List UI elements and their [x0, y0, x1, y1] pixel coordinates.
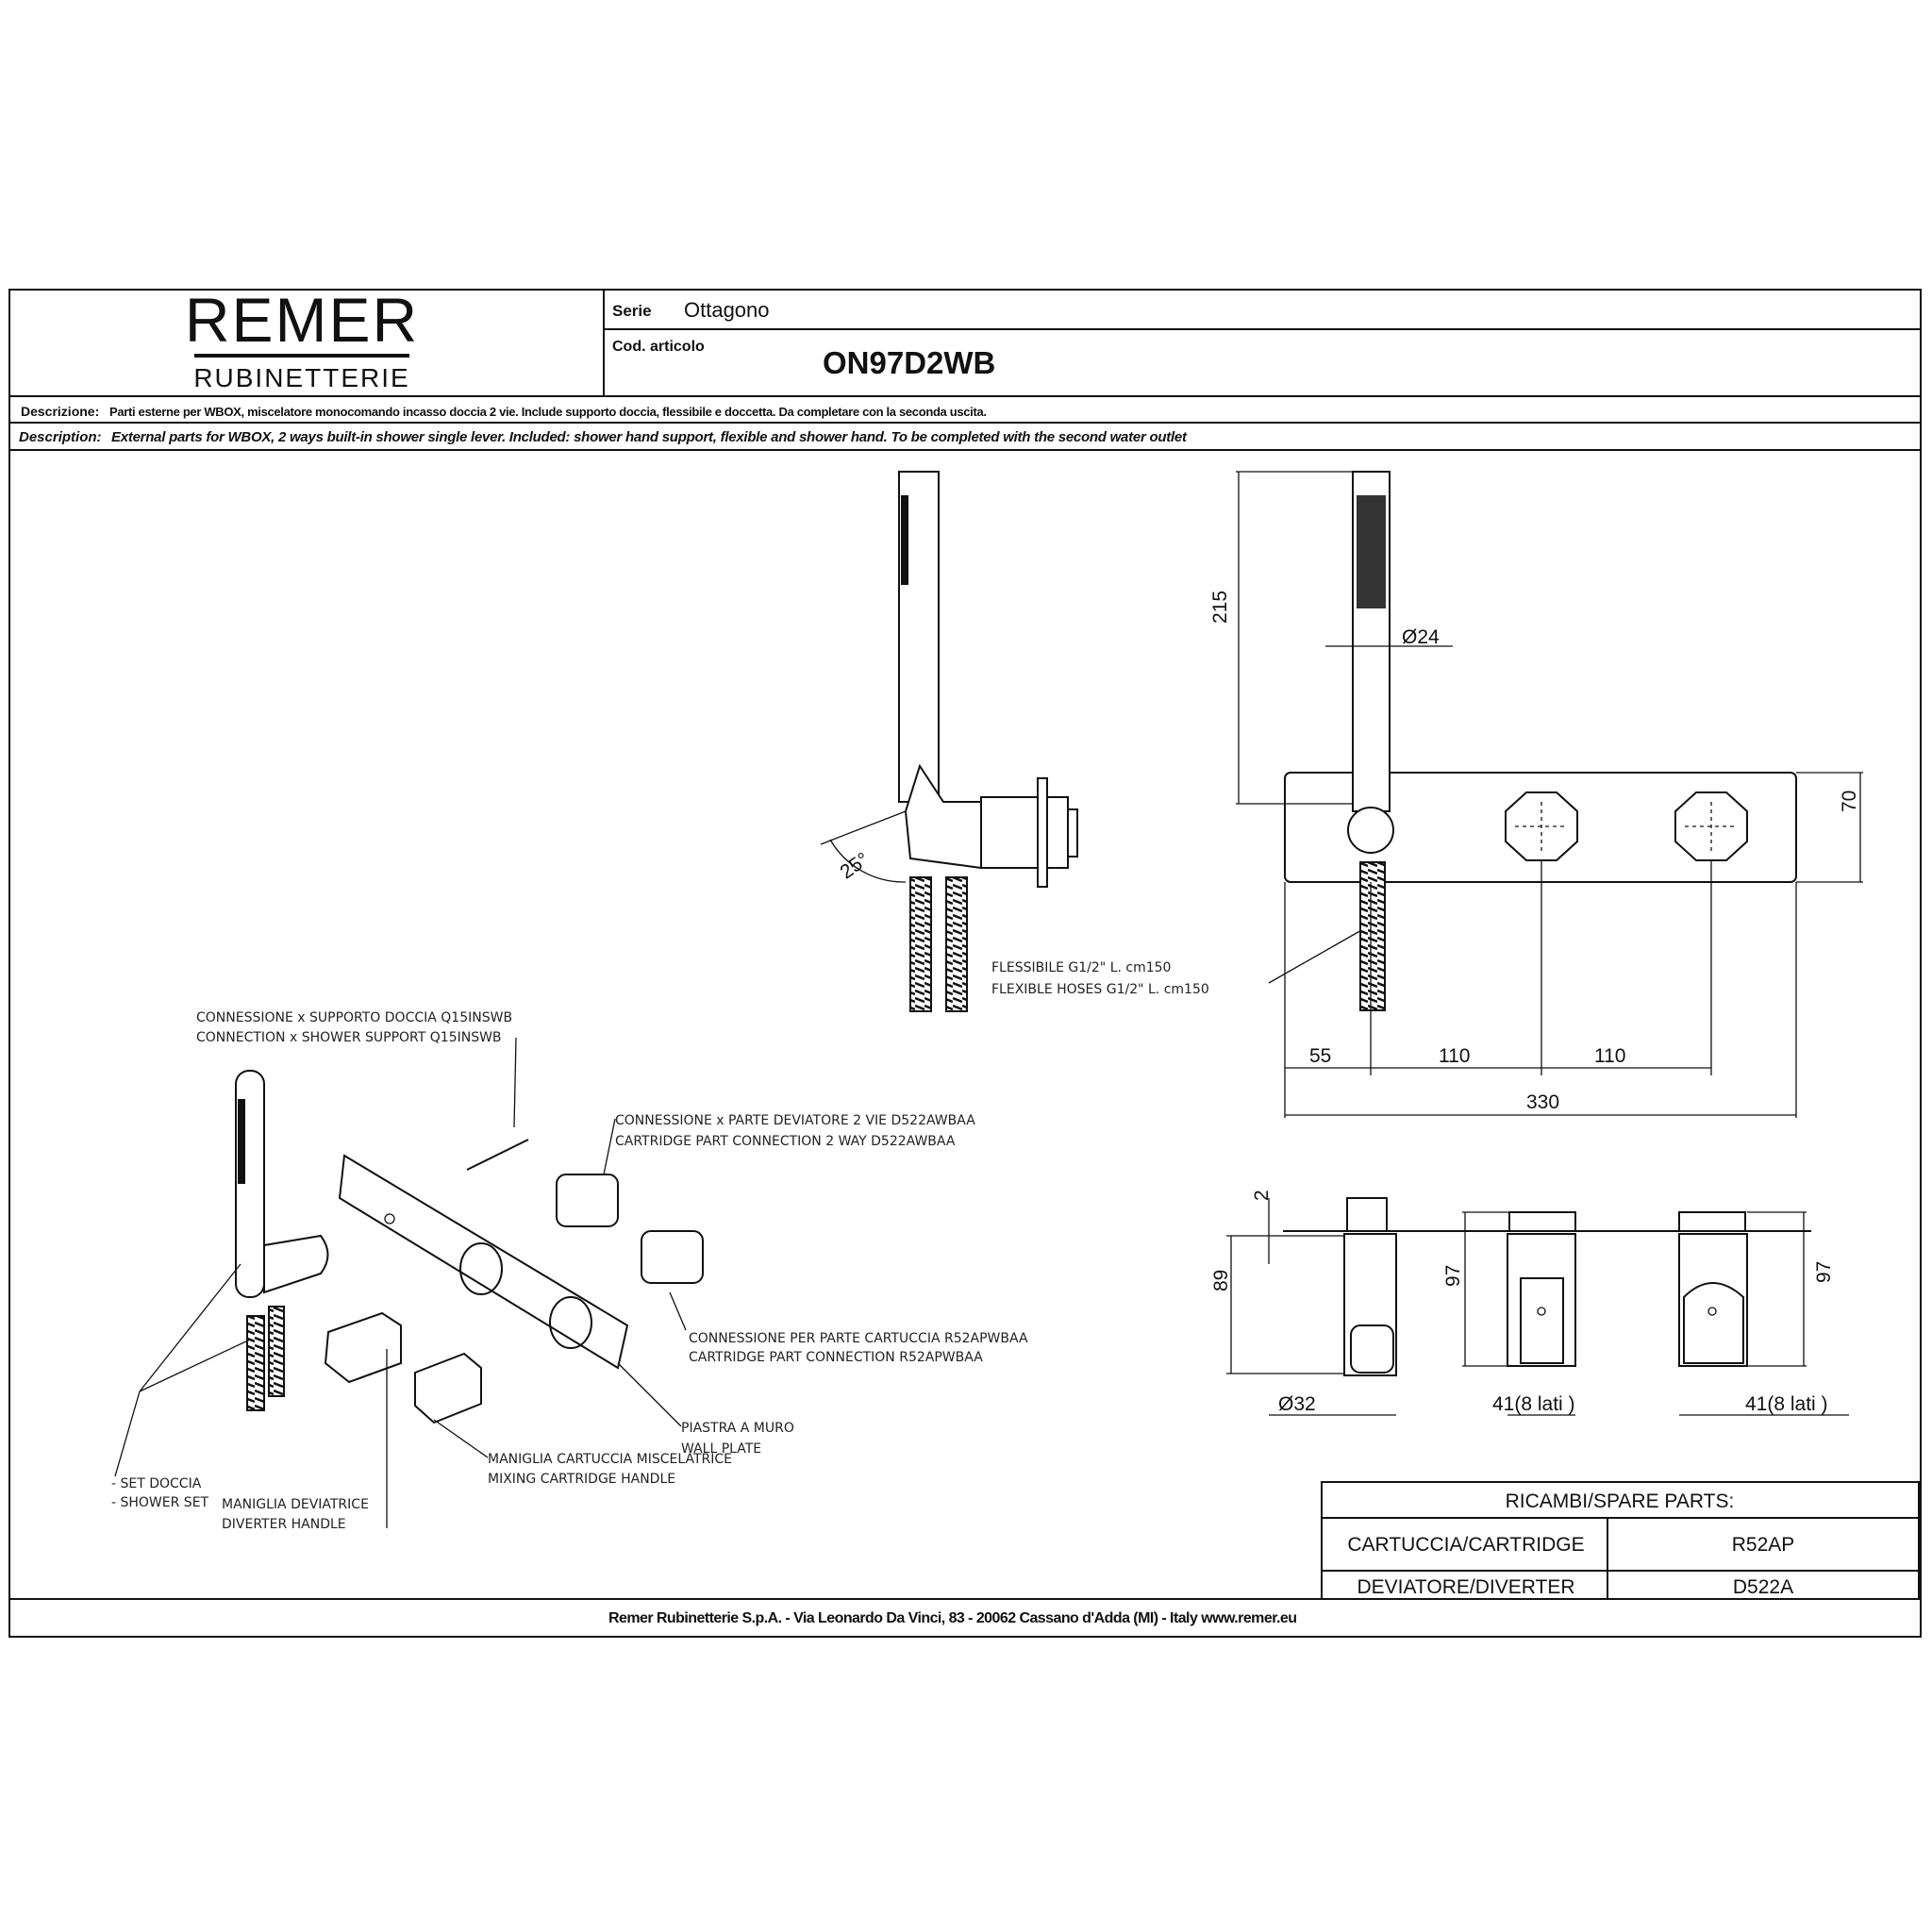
dim-41-b: 41(8 lati )	[1745, 1393, 1828, 1415]
label-plate-it: PIASTRA A MURO	[681, 1421, 794, 1436]
section-views-drawing: 2 89 Ø32 97 41(8 lati ) 97 41(8 lati )	[1210, 1190, 1849, 1416]
spare-parts-title: RICAMBI/SPARE PARTS:	[1506, 1491, 1735, 1512]
dim-110-b: 110	[1594, 1045, 1625, 1067]
dim-97-a: 97	[1442, 1265, 1464, 1287]
description-en-label: Description:	[19, 429, 102, 445]
spare-part-code: R52AP	[1732, 1534, 1795, 1556]
code-label: Cod. articolo	[612, 339, 705, 355]
label-plate-en: WALL PLATE	[681, 1441, 761, 1457]
label-shower-set-en: - SHOWER SET	[111, 1495, 209, 1510]
dim-70: 70	[1839, 791, 1860, 812]
angle-label: 25°	[836, 848, 873, 883]
label-shower-set-it: - SET DOCCIA	[111, 1476, 202, 1491]
dim-diam-32: Ø32	[1278, 1393, 1316, 1415]
hose-label-en: FLEXIBLE HOSES G1/2" L. cm150	[991, 982, 1209, 997]
dim-2: 2	[1251, 1190, 1273, 1201]
label-mix-handle-it: MANIGLIA CARTUCCIA MISCELATRICE	[488, 1452, 732, 1467]
dim-55: 55	[1309, 1045, 1331, 1067]
dim-110-a: 110	[1439, 1045, 1470, 1067]
label-div-handle-it: MANIGLIA DEVIATRICE	[222, 1497, 369, 1512]
dim-330: 330	[1526, 1091, 1559, 1113]
serie-value: Ottagono	[684, 298, 770, 322]
dim-41-a: 41(8 lati )	[1492, 1393, 1575, 1415]
code-value: ON97D2WB	[823, 345, 995, 380]
serie-label: Serie	[612, 302, 652, 320]
label-support-it: CONNESSIONE x SUPPORTO DOCCIA Q15INSWB	[196, 1010, 512, 1025]
spare-part-name: DEVIATORE/DIVERTER	[1357, 1576, 1574, 1598]
dim-215: 215	[1209, 591, 1231, 624]
label-diverter-conn-it: CONNESSIONE x PARTE DEVIATORE 2 VIE D522…	[615, 1113, 975, 1128]
spare-parts-table: RICAMBI/SPARE PARTS: CARTUCCIA/CARTRIDGE…	[1321, 1481, 1920, 1600]
label-cartridge-conn-it: CONNESSIONE PER PARTE CARTUCCIA R52APWBA…	[689, 1331, 1028, 1346]
description-it-text: Parti esterne per WBOX, miscelatore mono…	[109, 405, 987, 419]
dim-97-b: 97	[1813, 1261, 1835, 1283]
spare-part-code: D522A	[1733, 1576, 1793, 1598]
dim-89: 89	[1210, 1270, 1232, 1291]
label-support-en: CONNECTION x SHOWER SUPPORT Q15INSWB	[196, 1030, 502, 1045]
logo-sub: RUBINETTERIE	[193, 363, 409, 392]
hose-label-it: FLESSIBILE G1/2" L. cm150	[991, 960, 1171, 975]
dim-diam-24: Ø24	[1402, 626, 1440, 648]
description-it-label: Descrizione:	[21, 404, 99, 419]
front-view-drawing: 215 Ø24 70 55 110 110 330	[1209, 471, 1863, 1118]
title-block	[8, 289, 1922, 1638]
exploded-view-drawing	[114, 1037, 704, 1528]
logo-main: REMER	[185, 285, 419, 355]
footer-address: Remer Rubinetterie S.p.A. - Via Leonardo…	[608, 1610, 1297, 1626]
label-cartridge-conn-en: CARTRIDGE PART CONNECTION R52APWBAA	[689, 1350, 983, 1365]
spare-part-name: CARTUCCIA/CARTRIDGE	[1347, 1534, 1584, 1556]
label-mix-handle-en: MIXING CARTRIDGE HANDLE	[488, 1472, 675, 1487]
logo: REMER RUBINETTERIE	[185, 285, 419, 392]
label-div-handle-en: DIVERTER HANDLE	[222, 1517, 346, 1532]
exploded-labels: CONNESSIONE x SUPPORTO DOCCIA Q15INSWB C…	[111, 1010, 1028, 1532]
label-diverter-conn-en: CARTRIDGE PART CONNECTION 2 WAY D522AWBA…	[615, 1134, 956, 1149]
description-en-text: External parts for WBOX, 2 ways built-in…	[111, 429, 1188, 445]
side-view-drawing: 25° FLESSIBILE G1/2" L. cm150 FLEXIBLE H…	[820, 471, 1364, 1012]
